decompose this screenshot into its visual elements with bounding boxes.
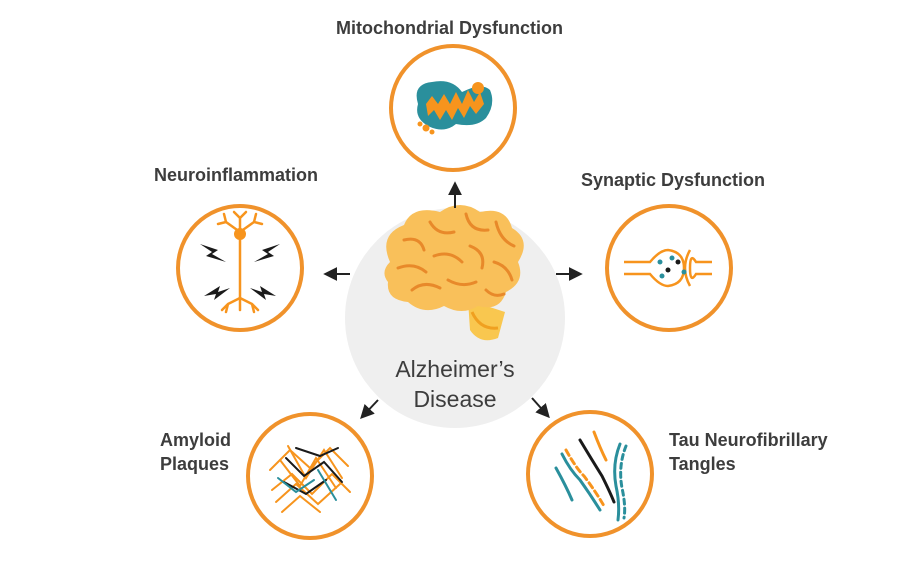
amyloid-plaque-icon <box>269 445 351 513</box>
synapse-icon <box>624 248 712 288</box>
center-title-line1: Alzheimer’s <box>395 356 515 382</box>
mitochondria-icon <box>416 81 493 135</box>
center-title: Alzheimer’s Disease <box>350 354 560 414</box>
tau-label: Tau Neurofibrillary Tangles <box>669 430 828 474</box>
mitochondrial-label: Mitochondrial Dysfunction <box>336 18 563 38</box>
amyloid-circle <box>246 412 374 540</box>
amyloid-label: Amyloid Plaques <box>160 430 232 474</box>
arrow-to-tau <box>531 397 550 419</box>
neuron-lightning-icon <box>200 210 280 314</box>
arrows <box>323 181 583 420</box>
neuroinflammation-label: Neuroinflammation <box>154 165 319 185</box>
brain-icon <box>384 205 524 341</box>
synaptic-label: Synaptic Dysfunction <box>581 170 766 190</box>
center-title-line2: Disease <box>413 386 497 412</box>
tau-circle <box>526 410 654 538</box>
arrow-to-amyloid <box>360 399 379 420</box>
tau-tangle-icon <box>554 430 628 522</box>
